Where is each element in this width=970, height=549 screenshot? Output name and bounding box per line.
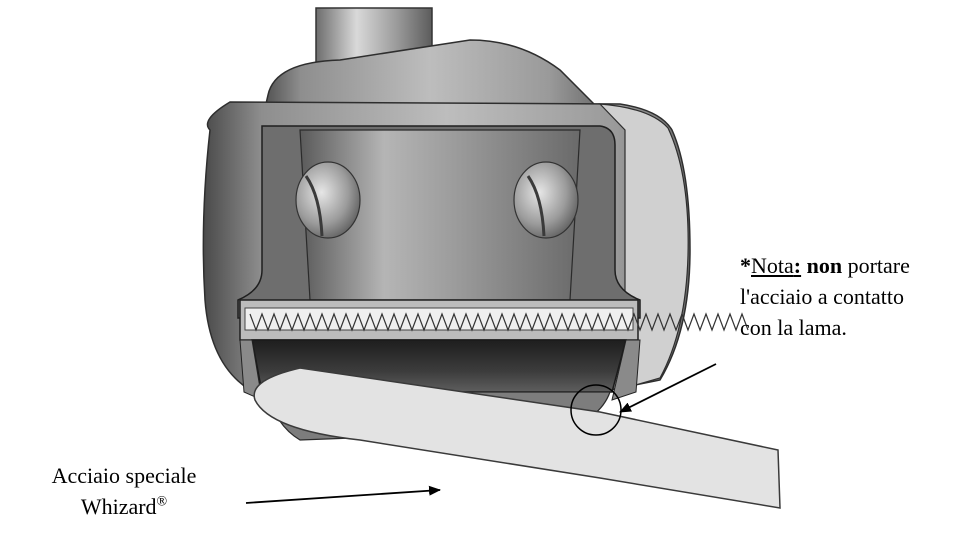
note-line-1: *Nota: non portare bbox=[740, 250, 970, 281]
note-emphasis-non: non bbox=[806, 253, 843, 278]
note-arrow bbox=[619, 363, 717, 413]
note-line-1-rest: portare bbox=[842, 253, 910, 278]
blade-teeth bbox=[249, 312, 749, 332]
steel-arrow bbox=[245, 485, 441, 504]
steel-brand-name: Whizard bbox=[80, 494, 157, 519]
note-line-2: l'acciaio a contatto bbox=[740, 284, 904, 309]
left-screw bbox=[295, 161, 361, 239]
registered-trademark-mark: ® bbox=[156, 494, 168, 510]
note-colon: : bbox=[793, 253, 802, 278]
note-asterisk: * bbox=[740, 253, 751, 278]
note-line-3: con la lama. bbox=[740, 315, 847, 340]
sharpening-steel-label: Acciaio speciale Whizard® bbox=[4, 460, 244, 522]
note-label-nota: Nota bbox=[751, 253, 794, 278]
sharpening-steel bbox=[253, 367, 781, 509]
steel-label-line-2: Whizard® bbox=[4, 491, 244, 522]
contact-warning-note: *Nota: non portare l'acciaio a contatto … bbox=[740, 250, 970, 343]
housing-right-shell bbox=[598, 103, 689, 389]
right-screw bbox=[513, 161, 579, 239]
steel-label-line-1: Acciaio speciale bbox=[51, 463, 197, 488]
